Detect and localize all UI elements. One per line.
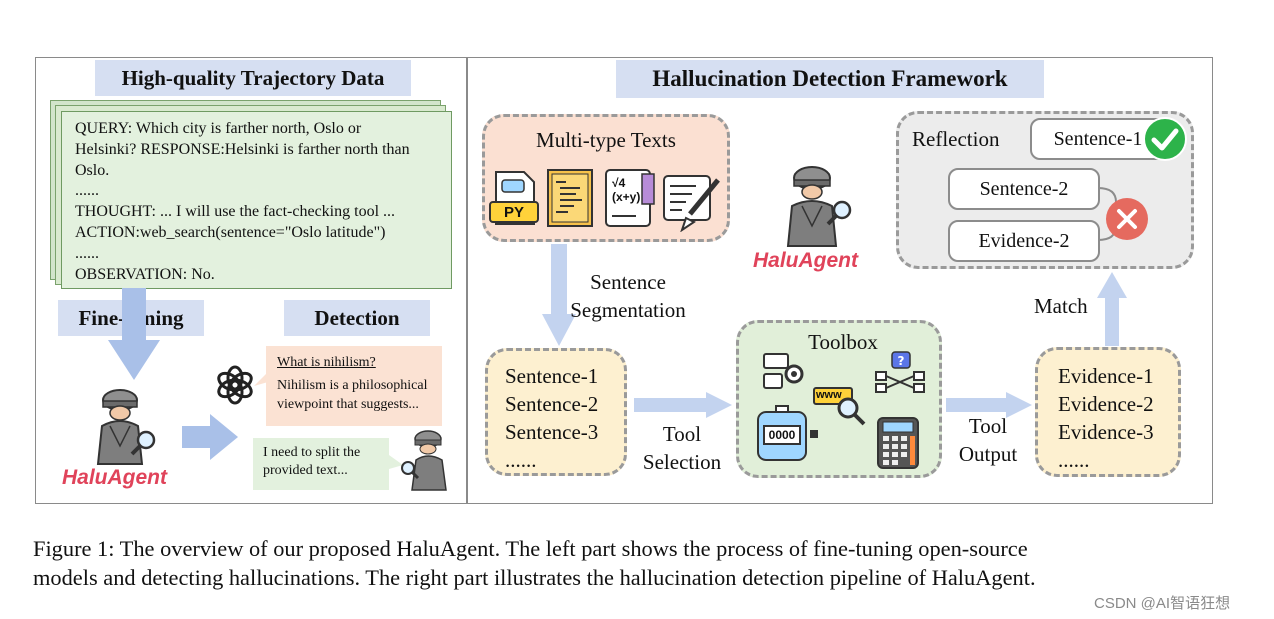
agent-reply: I need to split the provided text...	[263, 445, 361, 478]
evidence-item: Evidence-3	[1058, 420, 1154, 444]
trajectory-line: ACTION:web_search(sentence="Oslo latitud…	[75, 223, 386, 241]
trajectory-line: Helsinki? RESPONSE:Helsinki is farther n…	[75, 140, 410, 158]
counter-label: 0000	[768, 428, 796, 442]
web-search-icon	[813, 387, 866, 426]
detection-label: Detection	[284, 300, 430, 336]
trajectory-box: QUERY: Which city is farther north, Oslo…	[61, 111, 452, 289]
evidences-box	[1035, 347, 1181, 477]
flowchart-question-icon: ?	[875, 351, 925, 393]
detective-icon	[96, 389, 156, 465]
right-panel-frame	[467, 57, 1213, 504]
segmentation-label-line-1: Sentence	[590, 270, 666, 294]
match-up-arrow	[1097, 272, 1127, 346]
reflection-sentence-2: Sentence-2	[948, 168, 1100, 210]
chat-bubble-agent: I need to split the provided text...	[253, 438, 389, 490]
detective-icon	[401, 430, 447, 491]
trajectory-line: OBSERVATION: No.	[75, 265, 215, 283]
left-panel-frame	[35, 57, 467, 504]
sentence-item: Sentence-3	[505, 420, 599, 444]
math-file-label: √4 (x+y)	[612, 176, 641, 204]
tool-output-line-1: Tool	[968, 414, 1008, 438]
trajectory-line: ......	[75, 182, 99, 200]
chatgpt-logo-icon	[217, 365, 253, 405]
chat-answer: Nihilism is a philosophical viewpoint th…	[277, 378, 428, 412]
caption-line-2: models and detecting hallucinations. The…	[33, 565, 1036, 590]
trajectory-line: Oslo.	[75, 161, 110, 179]
detection-right-arrow	[182, 414, 238, 460]
python-file-icon	[489, 171, 539, 225]
evidence-item: Evidence-2	[1058, 392, 1154, 416]
toolbox-title: Toolbox	[808, 330, 878, 354]
sentences-list: Sentence-1 Sentence-2 Sentence-3 ......	[505, 362, 598, 474]
finetuning-down-arrow	[108, 288, 160, 380]
segmentation-label: Sentence Segmentation	[566, 268, 690, 324]
counter-icon	[757, 405, 818, 461]
cross-icon	[1106, 198, 1148, 240]
left-panel-title: High-quality Trajectory Data	[95, 60, 411, 96]
bubble-tail	[254, 372, 268, 386]
check-icon	[1143, 117, 1187, 161]
tool-selection-line-1: Tool	[662, 422, 702, 446]
match-label: Match	[1034, 294, 1088, 318]
web-search-label: www	[816, 389, 842, 401]
right-panel-title: Hallucination Detection Framework	[616, 60, 1044, 98]
multitype-texts-title: Multi-type Texts	[536, 128, 676, 152]
reflection-title: Reflection	[912, 127, 1000, 151]
tool-selection-line-2: Selection	[642, 450, 722, 474]
figure-caption: Figure 1: The overview of our proposed H…	[33, 534, 1036, 592]
segmentation-down-arrow	[542, 244, 576, 346]
tool-output-line-2: Output	[958, 442, 1018, 466]
watermark: CSDN @AI智语狂想	[1094, 595, 1231, 612]
code-settings-icon	[763, 353, 804, 389]
writing-note-icon	[663, 175, 720, 232]
svg-text:?: ?	[898, 354, 905, 368]
math-file-icon	[605, 169, 655, 227]
sentence-item: Sentence-1	[505, 364, 599, 388]
agent-name-center: HaluAgent	[753, 249, 858, 272]
agent-name-left: HaluAgent	[62, 466, 167, 489]
sentence-item: ......	[505, 448, 537, 472]
python-file-label: PY	[503, 204, 524, 221]
detective-icon	[786, 166, 852, 247]
tool-selection-label: Tool Selection	[630, 420, 734, 476]
chat-question: What is nihilism?	[277, 355, 376, 370]
caption-line-1: Figure 1: The overview of our proposed H…	[33, 536, 1028, 561]
trajectory-line: ......	[75, 244, 99, 262]
calculator-icon	[877, 417, 919, 469]
evidence-item: Evidence-1	[1058, 364, 1154, 388]
tool-output-arrow	[946, 392, 1032, 418]
code-file-icon	[547, 169, 593, 227]
sentences-box	[485, 348, 627, 476]
tool-selection-arrow	[634, 392, 732, 418]
chat-bubble-question: What is nihilism? Nihilism is a philosop…	[266, 346, 442, 426]
bubble-tail	[389, 455, 403, 469]
evidence-item: ......	[1058, 448, 1090, 472]
reflection-evidence-2: Evidence-2	[948, 220, 1100, 262]
trajectory-line: QUERY: Which city is farther north, Oslo…	[75, 120, 362, 137]
segmentation-label-line-2: Segmentation	[570, 298, 686, 322]
sentence-item: Sentence-2	[505, 392, 599, 416]
tool-output-label: Tool Output	[944, 412, 1032, 468]
evidences-list: Evidence-1 Evidence-2 Evidence-3 ......	[1058, 362, 1154, 474]
trajectory-line: THOUGHT: ... I will use the fact-checkin…	[75, 203, 396, 221]
